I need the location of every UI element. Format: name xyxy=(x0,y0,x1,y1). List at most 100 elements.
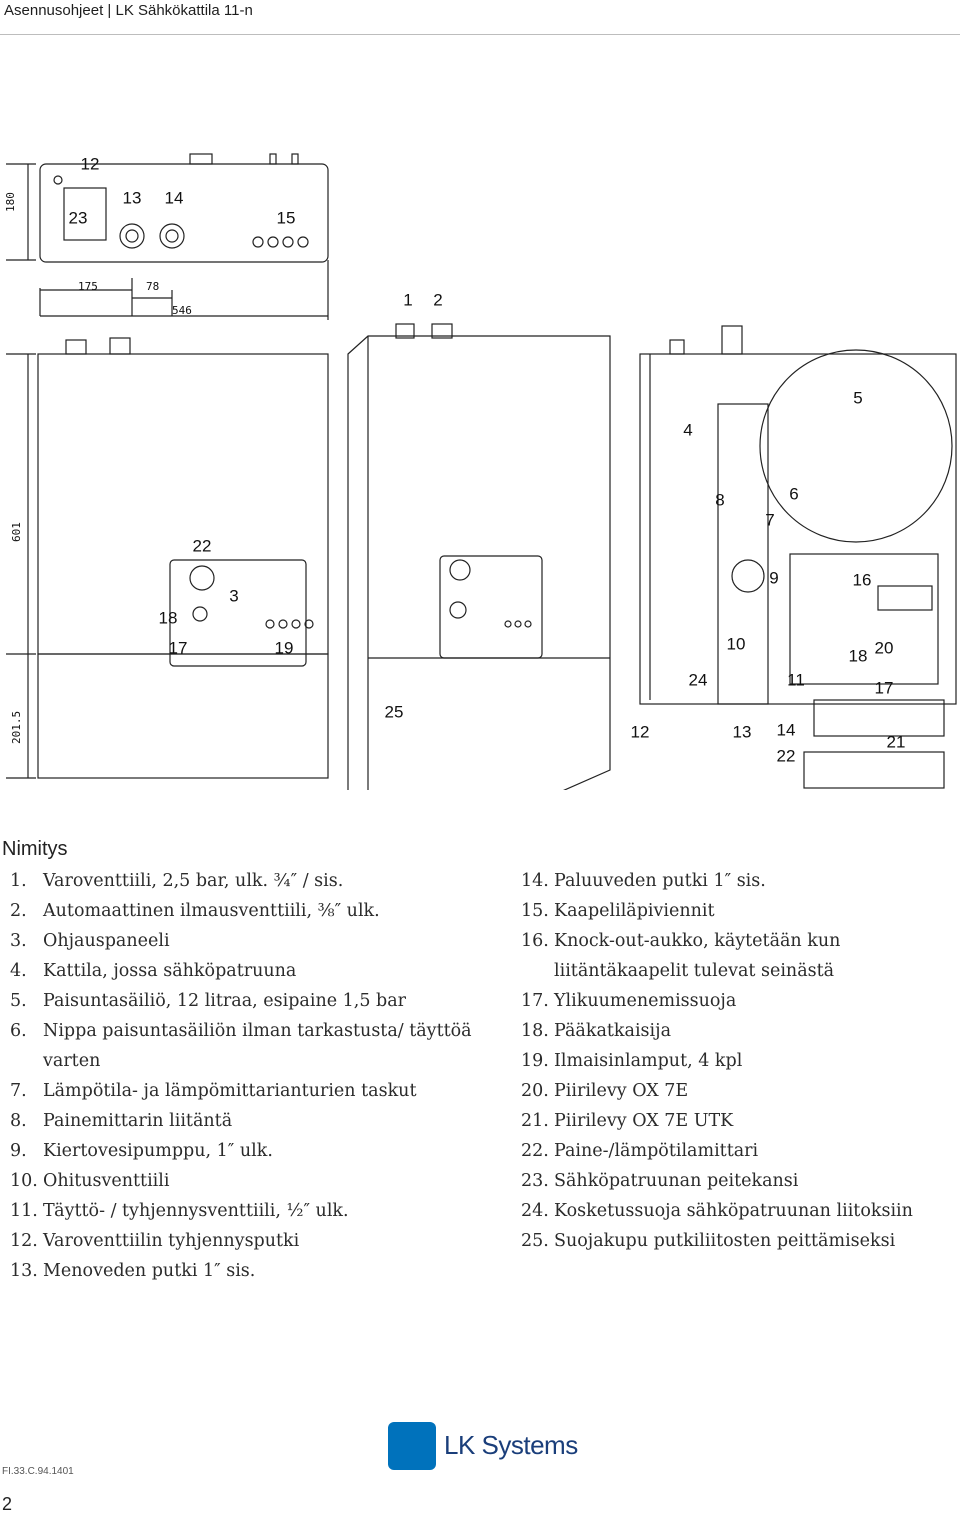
item-number: 25. xyxy=(521,1231,549,1251)
callout-8: 8 xyxy=(715,491,724,510)
item-text: Ilmaisinlamput, 4 kpl xyxy=(554,1051,743,1071)
item-text: Paisuntasäiliö, 12 litraa, esipaine 1,5 … xyxy=(43,991,407,1011)
item-number: 8. xyxy=(10,1111,27,1131)
list-item: 2.Automaattinen ilmausventtiili, ⅜″ ulk. xyxy=(10,896,480,926)
list-item: 5. Paisuntasäiliö, 12 litraa, esipaine 1,… xyxy=(10,986,480,1016)
lk-systems-logo: LK Systems xyxy=(388,1420,578,1476)
item-text: Painemittarin liitäntä xyxy=(43,1111,233,1131)
callout-6: 6 xyxy=(789,485,798,504)
callout-labels: 12 13 14 23 15 22 3 18 17 19 1 2 25 5 4 … xyxy=(69,155,906,766)
item-text: Piirilevy OX 7E UTK xyxy=(554,1111,734,1131)
callout-21: 21 xyxy=(887,733,906,752)
item-number: 16. xyxy=(521,931,549,951)
item-text: Kiertovesipumppu, 1″ ulk. xyxy=(43,1141,273,1161)
callout-3: 3 xyxy=(229,587,238,606)
list-item: 23.Sähköpatruunan peitekansi xyxy=(521,1166,960,1196)
item-text: Kattila, jossa sähköpatruuna xyxy=(43,961,297,981)
list-item: 14.Paluuveden putki 1″ sis. xyxy=(521,866,960,896)
callout-10: 10 xyxy=(727,635,746,654)
dim-201-5: 201.5 xyxy=(10,711,23,744)
item-number: 10. xyxy=(10,1171,38,1191)
callout-14b: 14 xyxy=(777,721,796,740)
item-text: Pääkatkaisija xyxy=(554,1021,671,1041)
logo-text: LK Systems xyxy=(444,1430,578,1460)
list-item: 19.Ilmaisinlamput, 4 kpl xyxy=(521,1046,960,1076)
item-text: Sähköpatruunan peitekansi xyxy=(554,1171,799,1191)
list-item: 11.Täyttö- / tyhjennysventtiili, ½″ ulk. xyxy=(10,1196,480,1226)
item-number: 14. xyxy=(521,871,549,891)
document-id: FI.33.C.94.1401 xyxy=(2,1466,74,1477)
item-number: 13. xyxy=(10,1261,38,1281)
side-view xyxy=(347,323,611,790)
list-item: 4. Kattila, jossa sähköpatruuna xyxy=(10,956,480,986)
dim-601: 601 xyxy=(10,522,23,542)
callout-5: 5 xyxy=(853,389,862,408)
dim-78: 78 xyxy=(146,280,159,293)
section-title: Nimitys xyxy=(2,838,68,860)
callout-16: 16 xyxy=(853,571,872,590)
dimension-labels: 180 175 78 546 601 201.5 xyxy=(4,192,192,744)
item-text: Varoventtiilin tyhjennysputki xyxy=(43,1231,300,1251)
item-text: Täyttö- / tyhjennysventtiili, ½″ ulk. xyxy=(43,1201,349,1221)
item-number: 20. xyxy=(521,1081,549,1101)
top-view xyxy=(6,153,329,320)
item-number: 24. xyxy=(521,1201,549,1221)
callout-22: 22 xyxy=(193,537,212,556)
item-number: 15. xyxy=(521,901,549,921)
item-number: 18. xyxy=(521,1021,549,1041)
dim-546: 546 xyxy=(172,304,192,317)
item-text: Paine-/lämpötilamittari xyxy=(554,1141,759,1161)
item-text: Varoventtiili, 2,5 bar, ulk. ¾″ / sis. xyxy=(43,871,344,891)
item-text: Knock-out-aukko, käytetään kun liitäntäk… xyxy=(554,931,841,981)
item-number: 6. xyxy=(10,1021,27,1041)
dim-175: 175 xyxy=(78,280,98,293)
list-item: 12.Varoventtiilin tyhjennysputki xyxy=(10,1226,480,1256)
callout-18: 18 xyxy=(159,609,178,628)
callout-17: 17 xyxy=(169,639,188,658)
callout-23: 23 xyxy=(69,209,88,228)
item-text: Ohitusventtiili xyxy=(43,1171,170,1191)
item-number: 4. xyxy=(10,961,27,981)
callout-11: 11 xyxy=(787,671,805,690)
list-item: 8. Painemittarin liitäntä xyxy=(10,1106,480,1136)
page-number: 2 xyxy=(2,1494,13,1514)
lk-logo-mark xyxy=(388,1422,436,1470)
item-text: Kosketussuoja sähköpatruunan liitoksiin xyxy=(554,1201,913,1221)
callout-1: 1 xyxy=(403,291,412,310)
item-number: 1. xyxy=(10,871,27,891)
list-item: 10.Ohitusventtiili xyxy=(10,1166,480,1196)
item-text: Menoveden putki 1″ sis. xyxy=(43,1261,256,1281)
item-number: 17. xyxy=(521,991,549,1011)
callout-19: 19 xyxy=(275,639,294,658)
callout-12: 12 xyxy=(81,155,100,174)
callout-22b: 22 xyxy=(777,747,796,766)
item-text: Ylikuumenemissuoja xyxy=(554,991,737,1011)
front-view xyxy=(6,337,329,779)
open-view xyxy=(639,325,957,789)
callout-20: 20 xyxy=(875,639,894,658)
callout-13: 13 xyxy=(123,189,142,208)
callout-9: 9 xyxy=(769,569,778,588)
callout-15: 15 xyxy=(277,209,296,228)
list-item: 16.Knock-out-aukko, käytetään kun liitän… xyxy=(521,926,960,986)
item-number: 7. xyxy=(10,1081,27,1101)
item-text: Nippa paisuntasäiliön ilman tarkastusta/… xyxy=(43,1021,472,1071)
callout-18b: 18 xyxy=(849,647,868,666)
item-text: Suojakupu putkiliitosten peittämiseksi xyxy=(554,1231,896,1251)
list-item: 17.Ylikuumenemissuoja xyxy=(521,986,960,1016)
list-item: 1. Varoventtiili, 2,5 bar, ulk. ¾″ / sis. xyxy=(10,866,480,896)
list-item: 7.Lämpötila- ja lämpömittarianturien tas… xyxy=(10,1076,480,1106)
list-item: 9. Kiertovesipumppu, 1″ ulk. xyxy=(10,1136,480,1166)
item-number: 9. xyxy=(10,1141,27,1161)
item-number: 23. xyxy=(521,1171,549,1191)
item-text: Kaapeliläpiviennit xyxy=(554,901,715,921)
item-number: 2. xyxy=(10,901,27,921)
header-title: Asennusohjeet | LK Sähkökattila 11-n xyxy=(4,2,253,19)
list-item: 21.Piirilevy OX 7E UTK xyxy=(521,1106,960,1136)
callout-25: 25 xyxy=(385,703,404,722)
item-number: 21. xyxy=(521,1111,549,1131)
callout-7: 7 xyxy=(765,511,774,530)
list-item: 3.Ohjauspaneeli xyxy=(10,926,480,956)
item-number: 5. xyxy=(10,991,27,1011)
item-number: 12. xyxy=(10,1231,38,1251)
